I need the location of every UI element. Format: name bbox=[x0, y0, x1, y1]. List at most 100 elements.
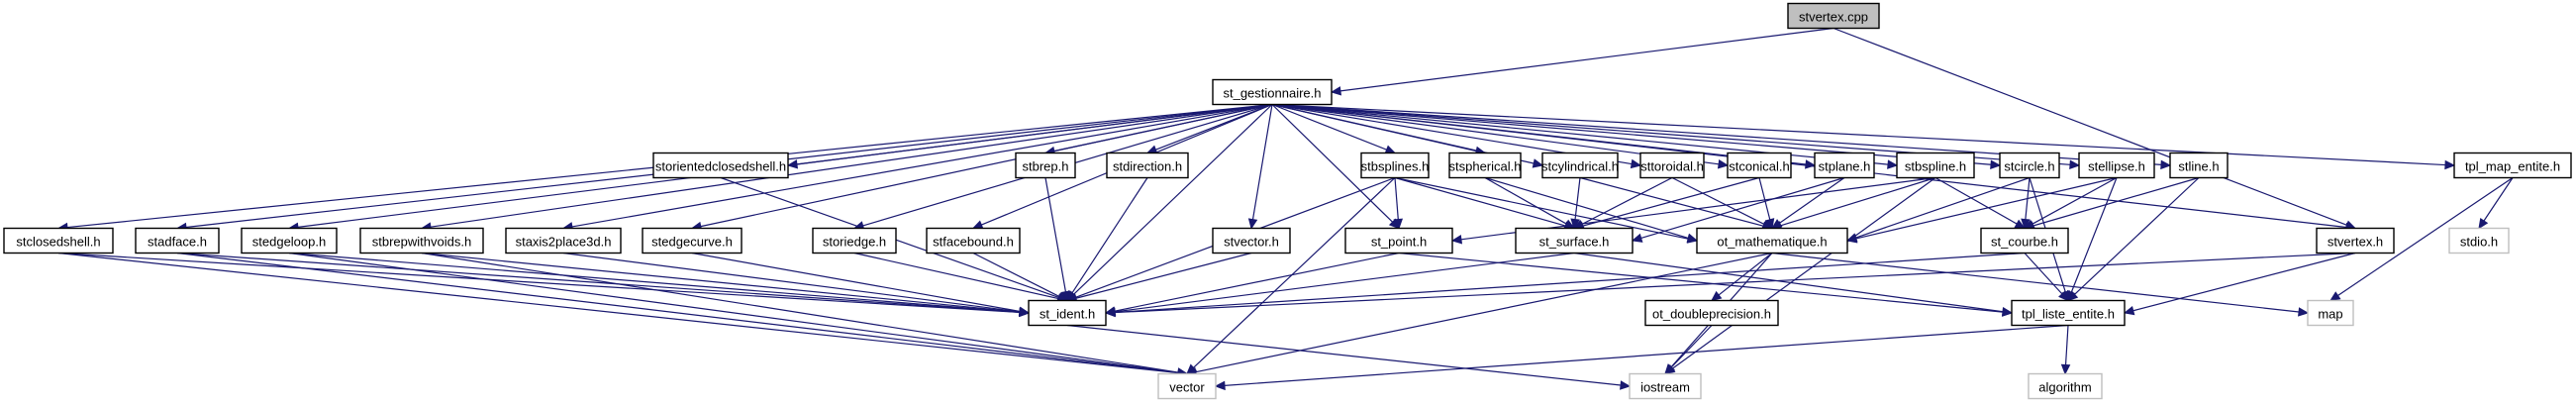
edge-tpl_map_entite-to-map bbox=[2337, 177, 2514, 296]
arrowhead-icon bbox=[2060, 363, 2071, 375]
node-box bbox=[2448, 227, 2510, 254]
node-label: ot_mathematique.h bbox=[1717, 235, 1827, 250]
node-st-ident[interactable]: st_ident.h bbox=[1028, 299, 1107, 327]
node-stspherical[interactable]: stspherical.h bbox=[1448, 152, 1522, 179]
node-label: stvector.h bbox=[1224, 235, 1279, 250]
node-box bbox=[2316, 227, 2395, 254]
node-storiedge[interactable]: storiedge.h bbox=[812, 227, 897, 254]
node-stline[interactable]: stline.h bbox=[2169, 152, 2229, 179]
edge-stbrepwithvoids-to-st_ident bbox=[421, 252, 1021, 313]
node-stvertex-cpp[interactable]: stvertex.cpp bbox=[1787, 2, 1880, 30]
node-box bbox=[3, 227, 114, 254]
node-st-courbe[interactable]: st_courbe.h bbox=[1980, 227, 2069, 254]
arrowhead-icon bbox=[1686, 233, 1699, 243]
node-label: stellipse.h bbox=[2088, 159, 2145, 174]
edge-stedgeloop-to-vector bbox=[288, 252, 1179, 373]
arrowhead-icon bbox=[1384, 145, 1397, 154]
edge-ot_mathematique-to-ot_doubleprecision bbox=[1718, 253, 1773, 296]
edge-stvertex_h-to-tpl_liste_entite bbox=[2132, 252, 2356, 312]
edge-stclosedshell-to-vector bbox=[57, 252, 1179, 374]
node-tpl-liste-entite[interactable]: tpl_liste_entite.h bbox=[2011, 299, 2126, 327]
node-stfacebound[interactable]: stfacebound.h bbox=[926, 227, 1021, 254]
arrowhead-icon bbox=[1018, 306, 1031, 317]
arrowhead-icon bbox=[1450, 235, 1463, 245]
node-stbsplines[interactable]: stbsplines.h bbox=[1360, 152, 1430, 179]
edge-st_gestionnaire-to-stbsplines bbox=[1271, 103, 1387, 151]
arrowhead-icon bbox=[2069, 159, 2081, 170]
node-tpl-map-entite[interactable]: tpl_map_entite.h bbox=[2453, 152, 2572, 179]
edge-stdirection-to-st_ident bbox=[1071, 177, 1148, 294]
arrowhead-icon bbox=[2001, 306, 2014, 317]
node-stcylindrical[interactable]: stcylindrical.h bbox=[1541, 152, 1619, 179]
node-label: staxis2place3d.h bbox=[516, 235, 612, 250]
node-ot-mathematique[interactable]: ot_mathematique.h bbox=[1696, 227, 1848, 254]
node-stvertex-h[interactable]: stvertex.h bbox=[2316, 227, 2395, 254]
node-sttoroidal[interactable]: sttoroidal.h bbox=[1639, 152, 1705, 179]
arrowhead-icon bbox=[2328, 291, 2341, 302]
node-label: stvertex.h bbox=[2328, 235, 2383, 250]
node-storientedclosedshell[interactable]: storientedclosedshell.h bbox=[652, 152, 789, 179]
edge-stvector-to-st_ident bbox=[1075, 252, 1252, 299]
node-stadface[interactable]: stadface.h bbox=[135, 227, 220, 254]
node-label: stdio.h bbox=[2460, 235, 2498, 250]
node-label: tpl_liste_entite.h bbox=[2022, 307, 2115, 322]
node-stbrepwithvoids[interactable]: stbrepwithvoids.h bbox=[359, 227, 484, 254]
node-algorithm: algorithm bbox=[2028, 372, 2103, 400]
node-stvector[interactable]: stvector.h bbox=[1212, 227, 1291, 254]
arrowhead-icon bbox=[971, 220, 984, 230]
arrowhead-icon bbox=[2067, 290, 2079, 302]
arrowhead-icon bbox=[1532, 158, 1544, 168]
node-label: stclosedshell.h bbox=[16, 235, 100, 250]
node-box bbox=[2028, 372, 2103, 400]
node-stcircle[interactable]: stcircle.h bbox=[1999, 152, 2060, 179]
edge-tpl_liste_entite-to-algorithm bbox=[2064, 325, 2069, 365]
edge-stbspline-to-ot_mathematique bbox=[1780, 176, 1936, 227]
edge-ot_mathematique-to-map bbox=[1771, 252, 2300, 313]
node-box bbox=[1157, 372, 1217, 400]
node-stclosedshell[interactable]: stclosedshell.h bbox=[3, 227, 114, 254]
node-map: map bbox=[2307, 299, 2354, 327]
node-label: stcircle.h bbox=[2004, 159, 2054, 174]
node-staxis2place3d[interactable]: staxis2place3d.h bbox=[505, 227, 622, 254]
node-st-point[interactable]: st_point.h bbox=[1344, 227, 1453, 254]
node-label: stbsplines.h bbox=[1361, 159, 1430, 174]
arrowhead-icon bbox=[1990, 159, 2002, 169]
edge-stcircle-to-ot_mathematique bbox=[1855, 176, 2031, 239]
arrowhead-icon bbox=[1664, 363, 1676, 375]
node-stbrep[interactable]: stbrep.h bbox=[1015, 152, 1076, 179]
edge-stline-to-tpl_liste_entite bbox=[2074, 177, 2200, 295]
node-box bbox=[1787, 2, 1880, 30]
arrowhead-icon bbox=[1214, 380, 1226, 391]
arrowhead-icon bbox=[1845, 234, 1858, 244]
edge-st_gestionnaire-to-stvertex_h bbox=[1271, 103, 2347, 229]
edge-st_courbe-to-st_ident bbox=[1114, 252, 2026, 314]
edge-st_gestionnaire-to-tpl_map_entite bbox=[1271, 103, 2446, 166]
edge-stadface-to-vector bbox=[176, 252, 1179, 374]
node-st-surface[interactable]: st_surface.h bbox=[1515, 227, 1634, 254]
node-label: stcylindrical.h bbox=[1541, 159, 1619, 174]
node-stellipse[interactable]: stellipse.h bbox=[2078, 152, 2155, 179]
node-stedgeloop[interactable]: stedgeloop.h bbox=[241, 227, 338, 254]
node-stplane[interactable]: stplane.h bbox=[1814, 152, 1875, 179]
arrowhead-icon bbox=[2160, 159, 2172, 170]
node-label: stline.h bbox=[2178, 159, 2219, 174]
node-label: vector bbox=[1169, 380, 1205, 395]
edge-st_gestionnaire-to-stbspline bbox=[1271, 103, 1889, 165]
edge-stplane-to-ot_mathematique bbox=[1779, 177, 1845, 224]
node-label: stbspline.h bbox=[1905, 159, 1966, 174]
node-box bbox=[1106, 152, 1189, 179]
node-box bbox=[2169, 152, 2229, 179]
edge-st_courbe-to-tpl_liste_entite bbox=[2024, 253, 2063, 295]
arrowhead-icon bbox=[1717, 159, 1730, 169]
edge-stbsplines-to-st_surface bbox=[1394, 176, 1566, 227]
node-ot-doubleprecision[interactable]: ot_doubleprecision.h bbox=[1644, 299, 1779, 327]
edge-stbrepwithvoids-to-vector bbox=[421, 252, 1179, 373]
arrowhead-icon bbox=[2298, 307, 2310, 317]
node-stedgecurve[interactable]: stedgecurve.h bbox=[642, 227, 743, 254]
node-stbspline[interactable]: stbspline.h bbox=[1896, 152, 1975, 179]
node-stconical[interactable]: stconical.h bbox=[1727, 152, 1792, 179]
node-label: st_ident.h bbox=[1040, 307, 1095, 322]
edge-stclosedshell-to-st_ident bbox=[57, 252, 1021, 314]
node-stdirection[interactable]: stdirection.h bbox=[1106, 152, 1189, 179]
node-st-gestionnaire[interactable]: st_gestionnaire.h bbox=[1212, 78, 1333, 106]
